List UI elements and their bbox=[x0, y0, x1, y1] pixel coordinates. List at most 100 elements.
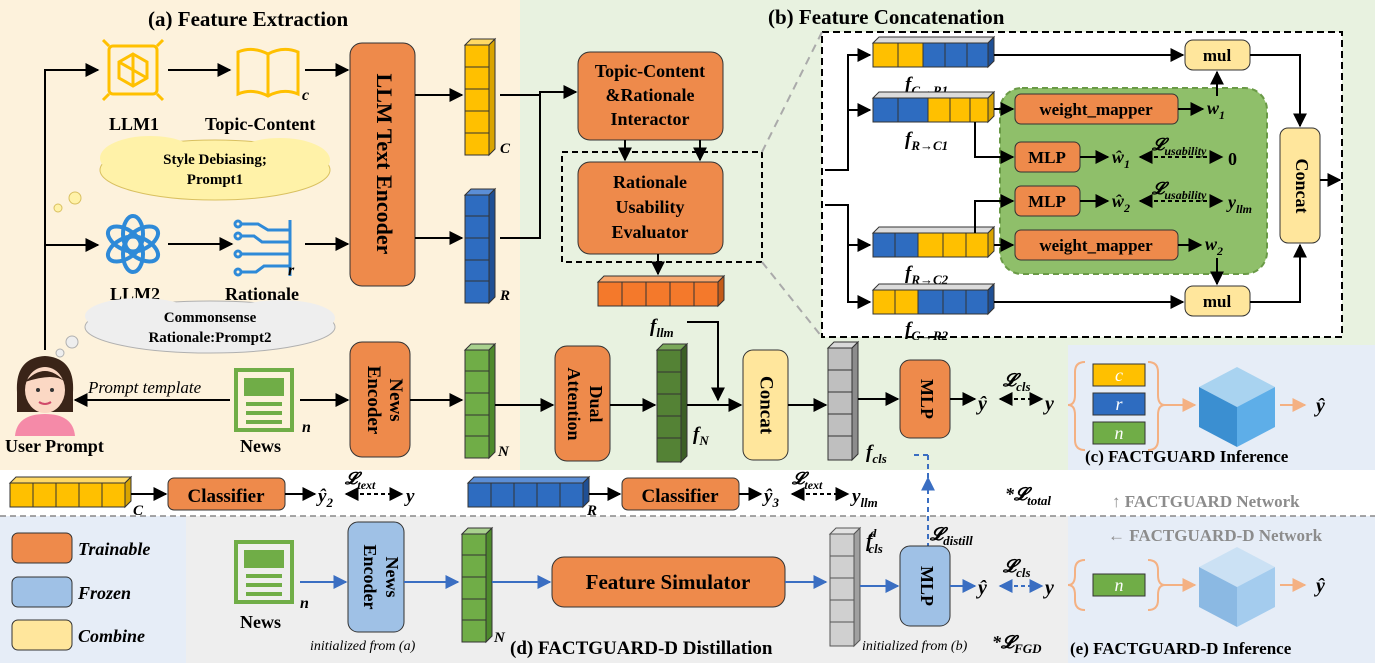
zero-target: 0 bbox=[1228, 149, 1237, 169]
mlp-label: MLP bbox=[917, 379, 937, 419]
mul-bottom-label: mul bbox=[1203, 292, 1232, 311]
distill-news-icon bbox=[234, 540, 294, 604]
classifier-c-label: C bbox=[133, 503, 144, 519]
w1-label: w1 bbox=[1207, 98, 1225, 122]
init-from-a-label: initialized from (a) bbox=[310, 639, 416, 654]
news-encoder-line2: Encoder bbox=[363, 366, 384, 435]
f-r-c2-label: fR→C2 bbox=[905, 263, 949, 287]
factguard-d-network-label: ← FACTGUARD-D Network bbox=[1108, 526, 1323, 545]
evaluator-line1: Rationale bbox=[613, 172, 687, 192]
dual-attention-line2: Attention bbox=[564, 368, 584, 441]
legend-trainable-label: Trainable bbox=[78, 539, 150, 559]
feature-simulator-label: Feature Simulator bbox=[586, 570, 751, 594]
dual-attention-line1: Dual bbox=[586, 385, 606, 422]
concat-arrows bbox=[495, 85, 977, 412]
legend-combine-label: Combine bbox=[78, 626, 145, 646]
vector-r-label: R bbox=[499, 288, 510, 304]
distilled-model-cube-icon bbox=[1199, 547, 1275, 627]
rationale-var: r bbox=[288, 262, 295, 279]
mul-top-label: mul bbox=[1203, 46, 1232, 65]
classifier-2-label: Classifier bbox=[641, 486, 719, 507]
y2-hat-label: ŷ2 bbox=[316, 486, 333, 510]
classifier-vector-c bbox=[8, 475, 133, 509]
inset-vector-f-r-c1 bbox=[871, 90, 996, 124]
classifier-y-llm-label: yllm bbox=[850, 486, 878, 510]
llm-text-encoder-label: LLM Text Encoder bbox=[372, 74, 397, 255]
evaluator-box bbox=[577, 161, 724, 255]
inference-c-n: n bbox=[1115, 423, 1124, 443]
section-a-title: (a) Feature Extraction bbox=[148, 7, 349, 31]
legend-frozen-swatch bbox=[11, 576, 73, 608]
loss-total-label: *𝓛total bbox=[1005, 484, 1051, 508]
section-e-title: (e) FACTGUARD-D Inference bbox=[1070, 639, 1292, 658]
distill-news-encoder-box bbox=[347, 521, 405, 633]
circuit-icon bbox=[233, 219, 292, 277]
vector-f-cls bbox=[826, 340, 860, 462]
weight-mapper-2-label: weight_mapper bbox=[1039, 236, 1153, 255]
llm2-icon bbox=[105, 214, 161, 274]
w2-hat-label: ŵ2 bbox=[1111, 191, 1130, 215]
loss-fgd-label: *𝓛FGD bbox=[992, 632, 1042, 656]
y3-hat-label: ŷ3 bbox=[762, 486, 779, 510]
cloud2-line2: Rationale:Prompt2 bbox=[148, 330, 271, 346]
y-llm-target: yllm bbox=[1226, 192, 1252, 216]
distill-news-encoder-line1: News bbox=[382, 557, 402, 598]
inference-c-inputs bbox=[1067, 361, 1166, 451]
usability-green-panel bbox=[999, 87, 1268, 275]
vector-f-llm bbox=[596, 274, 726, 308]
f-r-c1-label: fR→C1 bbox=[905, 129, 948, 153]
inset-vector-f-c-r2 bbox=[871, 282, 996, 316]
concat-label: Concat bbox=[756, 376, 777, 435]
cloud1-line2: Prompt1 bbox=[187, 172, 243, 188]
cloud-prompt2 bbox=[55, 298, 336, 358]
distill-arrows bbox=[300, 575, 977, 593]
section-d-title: (d) FACTGUARD-D Distillation bbox=[510, 638, 773, 659]
news-label: News bbox=[240, 436, 281, 456]
section-c-title: (c) FACTGUARD Inference bbox=[1085, 447, 1289, 466]
inset-arrows bbox=[825, 48, 1342, 309]
legend-frozen-label: Frozen bbox=[77, 583, 131, 603]
vector-r bbox=[463, 187, 497, 305]
user-prompt-label: User Prompt bbox=[5, 436, 104, 456]
f-cls-label: fcls bbox=[866, 442, 887, 466]
zoom-guide-lines bbox=[761, 31, 823, 338]
inference-c-c: c bbox=[1115, 365, 1123, 385]
distill-vector-n-label: N bbox=[493, 630, 506, 646]
topic-content-label: Topic-Content bbox=[205, 114, 315, 134]
book-icon bbox=[236, 47, 300, 98]
weight-mapper-1-label: weight_mapper bbox=[1039, 100, 1153, 119]
topic-var: c bbox=[302, 87, 309, 104]
vector-n-label: N bbox=[497, 444, 510, 460]
distill-news-var: n bbox=[300, 595, 309, 612]
distill-y: y bbox=[1043, 577, 1054, 599]
classifier-r-label: R bbox=[586, 503, 597, 519]
loss-text-1: 𝓛text bbox=[344, 469, 376, 492]
inference-e-n: n bbox=[1115, 575, 1124, 595]
interactor-line2: &Rationale bbox=[606, 85, 695, 105]
mlp-small-1-label: MLP bbox=[1028, 148, 1066, 167]
legend-trainable-swatch bbox=[11, 532, 73, 564]
inference-c-y-hat: ŷ bbox=[1314, 395, 1325, 417]
distill-vector-n bbox=[460, 526, 494, 644]
inset-vector-f-r-c2 bbox=[871, 225, 996, 259]
news-var: n bbox=[302, 419, 311, 436]
section-b-title: (b) Feature Concatenation bbox=[768, 5, 1005, 29]
f-llm-label: fllm bbox=[650, 316, 674, 340]
f-n-label: fN bbox=[693, 424, 709, 448]
vector-c bbox=[463, 37, 497, 157]
distill-vector-f-cls-d bbox=[828, 526, 862, 648]
llm-text-encoder-box bbox=[349, 42, 416, 287]
classifier-vector-r bbox=[466, 475, 591, 509]
dual-attention-box bbox=[554, 345, 611, 462]
distill-mlp-label: MLP bbox=[917, 566, 937, 606]
vector-c-label: C bbox=[500, 141, 511, 157]
inference-c-r: r bbox=[1115, 394, 1123, 414]
extraction-arrows bbox=[44, 63, 464, 407]
evaluator-line2: Usability bbox=[615, 197, 684, 217]
news-encoder-line1: News bbox=[385, 378, 406, 421]
rationale-label: Rationale bbox=[225, 284, 299, 304]
factguard-network-label: ↑ FACTGUARD Network bbox=[1112, 492, 1300, 511]
interactor-box bbox=[577, 51, 724, 141]
